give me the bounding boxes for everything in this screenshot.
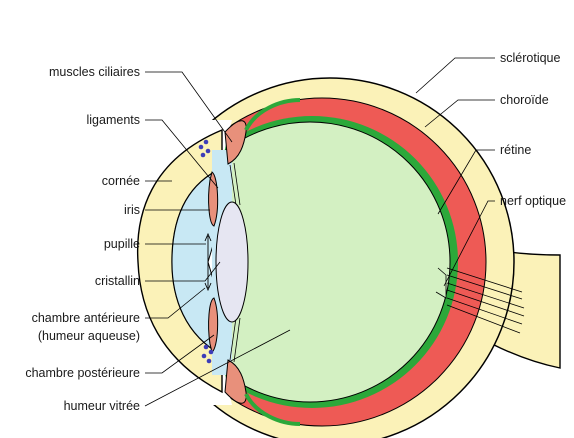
retina-edge-bottom — [244, 393, 301, 426]
suspensory-ligaments — [229, 162, 241, 363]
label-humeur-aqueuse: (humeur aqueuse) — [38, 329, 140, 343]
label-cristallin: cristallin — [95, 274, 140, 288]
ciliary-muscle-bottom — [224, 359, 247, 404]
label-sclerotique: sclérotique — [500, 51, 560, 65]
iris-top — [208, 171, 219, 227]
leader-lines-right — [415, 57, 495, 287]
lens — [215, 201, 249, 323]
optic-nerve-fibers — [446, 267, 525, 334]
label-nerf-optique: nerf optique — [500, 194, 566, 208]
label-iris: iris — [124, 203, 140, 217]
label-cornee: cornée — [102, 174, 140, 188]
label-chambre-anterieure: chambre antérieure — [32, 311, 140, 325]
label-ligaments: ligaments — [87, 113, 141, 127]
label-chambre-posterieure: chambre postérieure — [25, 366, 140, 380]
aqueous-flow-dots — [198, 139, 214, 364]
label-choroide: choroïde — [500, 93, 549, 107]
pupil-arrow — [204, 232, 212, 292]
label-muscles-ciliaires: muscles ciliaires — [49, 65, 140, 79]
iris-bottom — [208, 297, 219, 353]
leader-lines-left — [144, 71, 291, 407]
label-retine: rétine — [500, 143, 531, 157]
retina-edge-top — [244, 98, 301, 131]
ciliary-muscle-top — [224, 120, 247, 165]
label-pupille: pupille — [104, 237, 140, 251]
optic-disc — [435, 267, 447, 299]
label-humeur-vitree: humeur vitrée — [64, 399, 140, 413]
